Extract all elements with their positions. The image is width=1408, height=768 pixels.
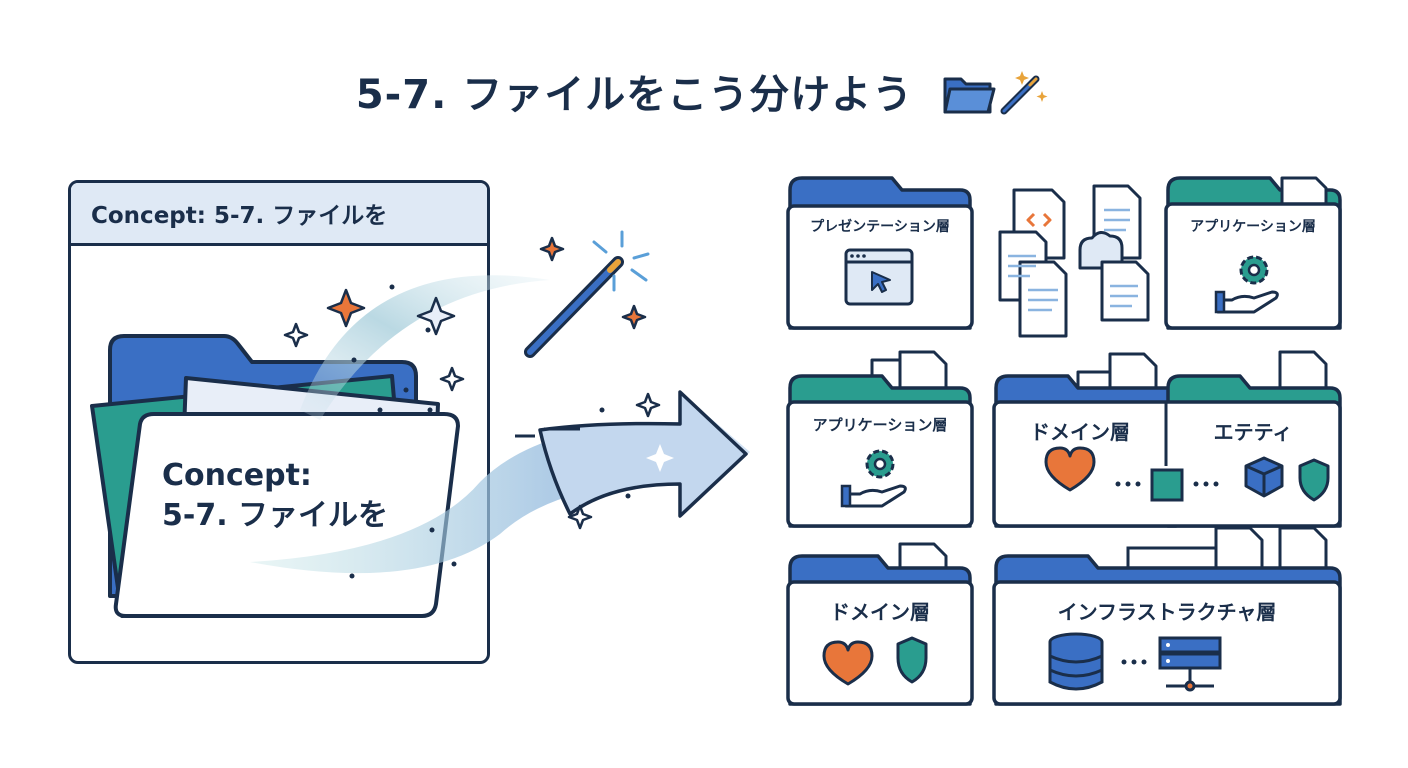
concept-folder-label: Concept: 5-7. ファイルを — [162, 456, 388, 536]
domain-label-mid: ドメイン層 — [1030, 420, 1130, 444]
infrastructure-label: インフラストラクチャ層 — [1057, 600, 1277, 624]
domain-label-bottom: ドメイン層 — [830, 600, 930, 624]
shield-icon — [896, 636, 928, 684]
presentation-folder — [786, 176, 974, 330]
square-icon — [1150, 468, 1184, 502]
concept-header: Concept: 5-7. ファイルを — [71, 183, 487, 246]
title-icons — [942, 67, 1052, 127]
application-label-mid: アプリケーション層 — [812, 416, 948, 434]
entity-label: エテティ — [1213, 420, 1293, 444]
gear-hand-icon — [840, 449, 907, 508]
presentation-label: プレゼンテーション層 — [810, 219, 950, 235]
concept-folder-label-line1: Concept: — [162, 458, 312, 493]
folder-icon — [943, 77, 996, 114]
server-icon — [1158, 636, 1222, 692]
database-icon — [1048, 632, 1104, 691]
magic-wand-icon — [524, 230, 650, 358]
application-folder-top — [1164, 176, 1342, 330]
title-text: 5-7. ファイルをこう分けよう — [355, 72, 914, 118]
cube-icon — [1244, 456, 1284, 498]
concept-folder-label-line2: 5-7. ファイルを — [162, 498, 389, 533]
gear-hand-icon — [1214, 255, 1279, 314]
magic-wand-icon — [1000, 75, 1040, 115]
code-document-icon — [998, 184, 1150, 338]
heart-icon — [822, 640, 874, 686]
application-folder-mid — [786, 350, 974, 528]
arrow-icon — [538, 390, 748, 518]
heart-icon — [1044, 446, 1096, 492]
page-title: 5-7. ファイルをこう分けよう — [0, 62, 1408, 127]
sparkle-icon — [1015, 71, 1048, 102]
application-label-top: アプリケーション層 — [1190, 219, 1316, 235]
cursor-window-icon — [844, 248, 914, 306]
shield-icon — [1298, 458, 1330, 502]
